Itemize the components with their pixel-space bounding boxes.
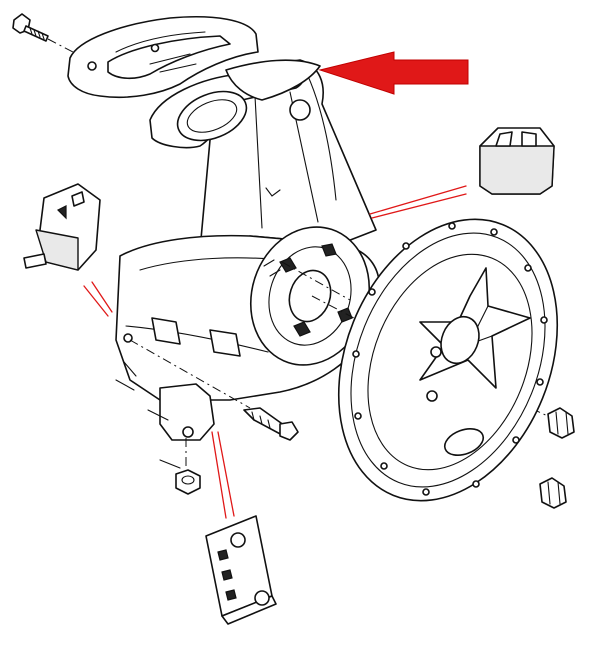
seal-cover-right bbox=[479, 127, 555, 195]
mounting-bracket-bottom bbox=[205, 515, 277, 625]
wheel-hub-housing bbox=[115, 59, 381, 483]
lug-nut-right-lower bbox=[539, 477, 567, 509]
bolt-top bbox=[12, 13, 93, 63]
axis-line bbox=[281, 261, 351, 301]
axis-line bbox=[129, 339, 251, 409]
seal-cover-left bbox=[23, 183, 101, 271]
wheel-disc bbox=[337, 218, 559, 502]
bolt-lower bbox=[243, 407, 299, 441]
upper-bracket bbox=[67, 15, 259, 99]
nut-lower bbox=[175, 469, 201, 495]
leader-lines bbox=[83, 185, 467, 519]
lug-nut-right-upper bbox=[547, 407, 575, 439]
arrow-left-icon bbox=[318, 51, 469, 95]
